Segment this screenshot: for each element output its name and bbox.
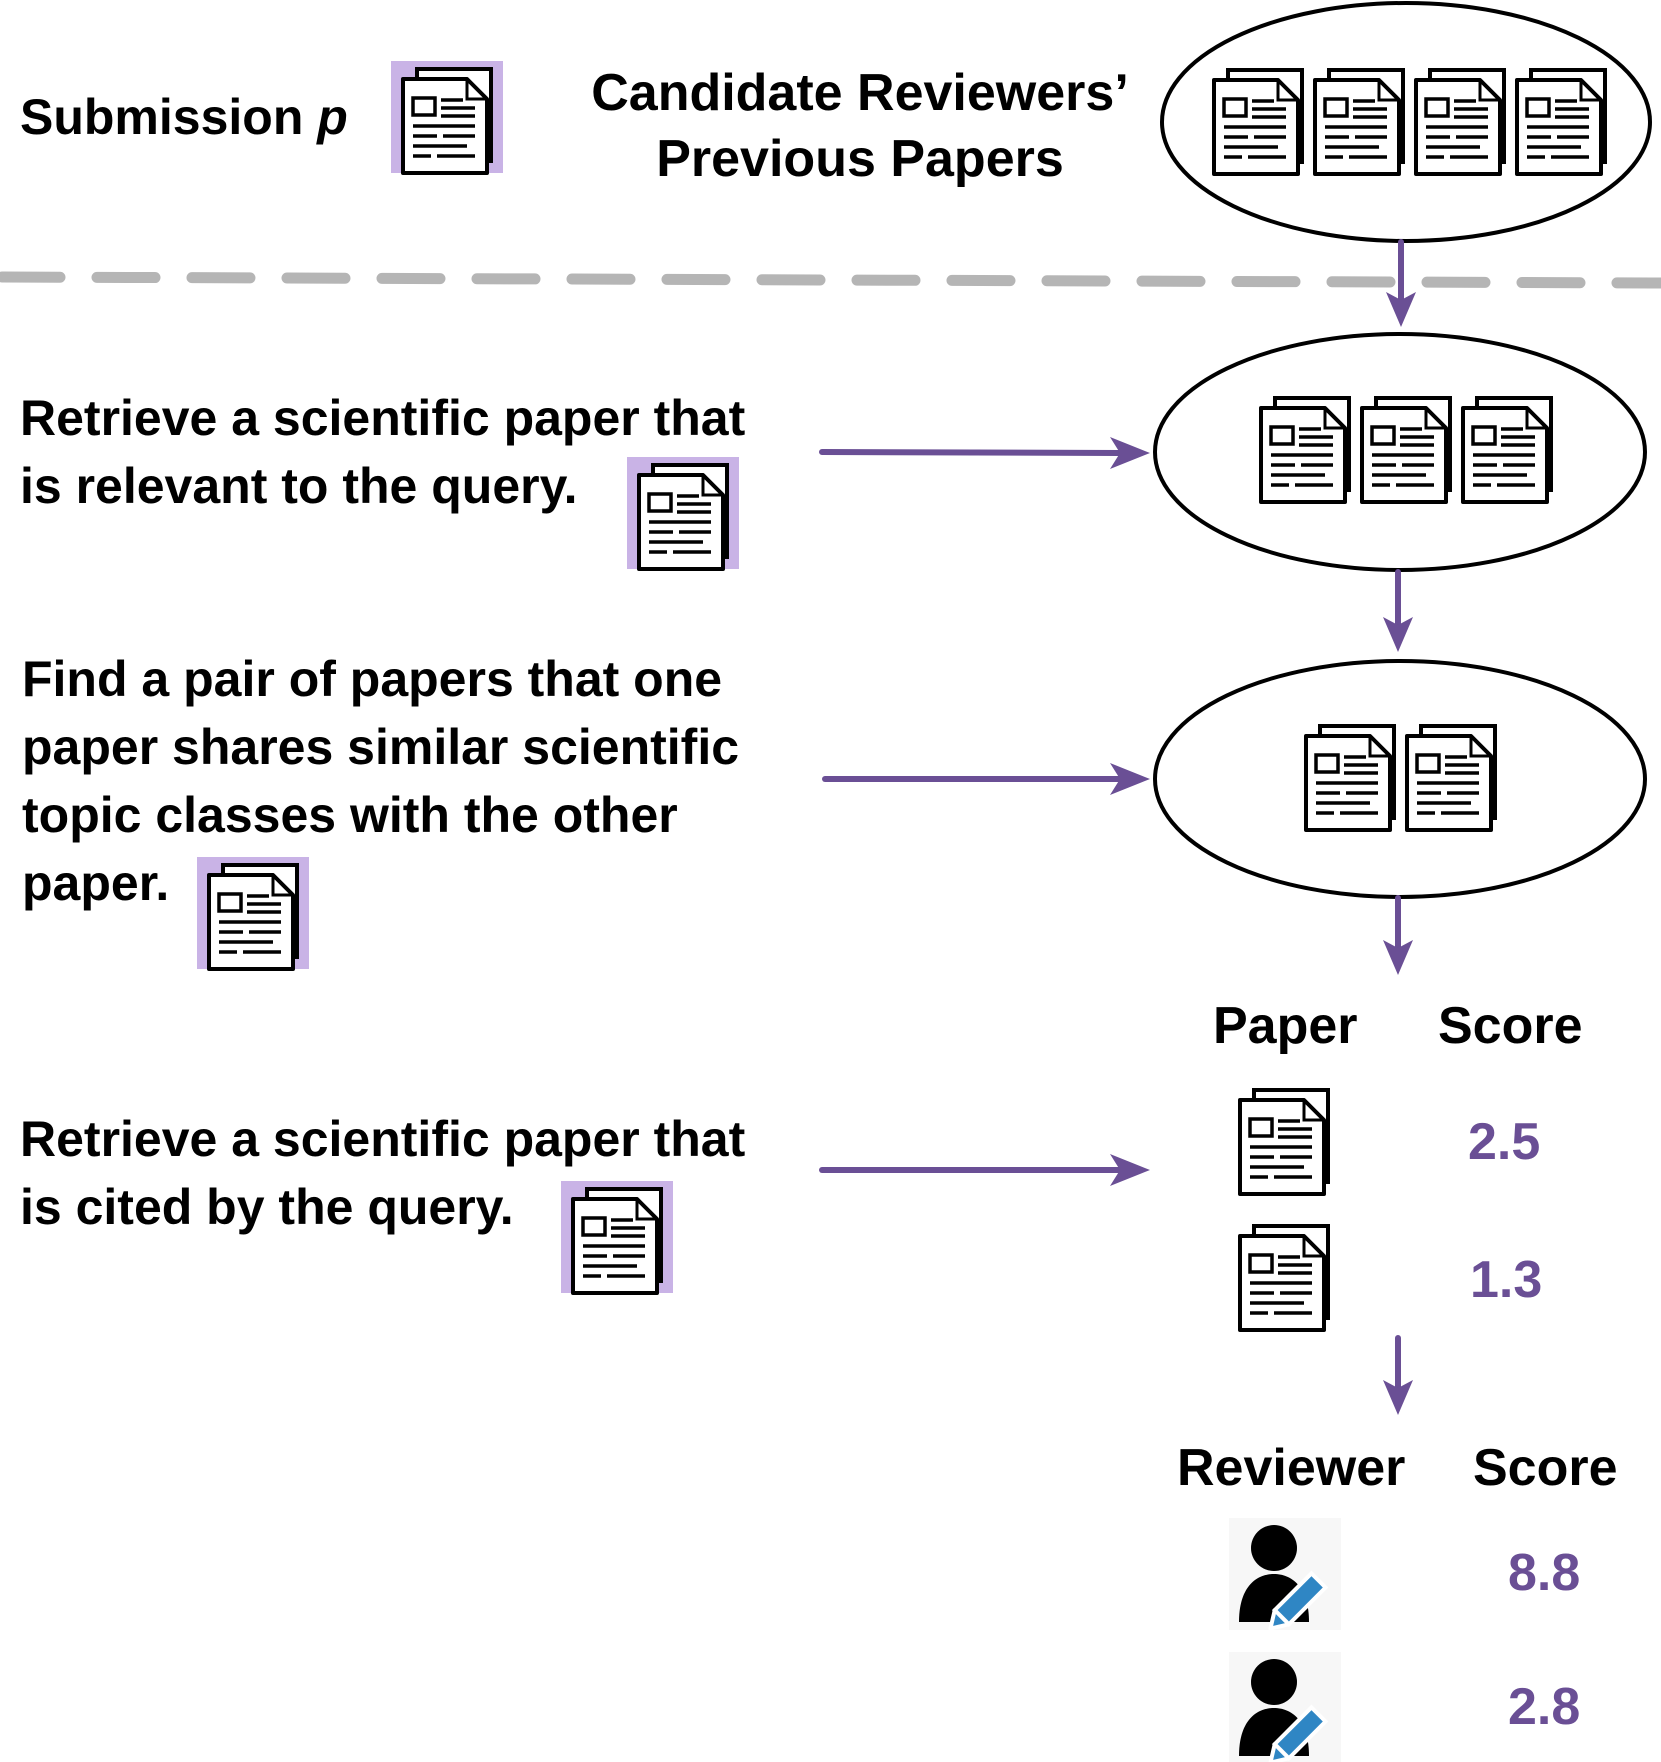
paper-score-column-header: Score xyxy=(1438,997,1583,1055)
submission-label: Submission p xyxy=(20,88,348,146)
paper-column-header: Paper xyxy=(1213,997,1358,1055)
step3-description: Retrieve a scientific paper that is cite… xyxy=(20,1105,745,1241)
reviewer-score-2: 2.8 xyxy=(1508,1678,1581,1736)
pool-paper-icon-4 xyxy=(1515,68,1607,176)
step2-description: Find a pair of papers that one paper sha… xyxy=(22,645,739,917)
pool-paper-icon-2 xyxy=(1313,68,1405,176)
stage1-paper-icon-2 xyxy=(1360,396,1452,504)
step2-line-1: Find a pair of papers that one xyxy=(22,651,723,707)
candidate-title: Candidate Reviewers’ Previous Papers xyxy=(580,60,1140,192)
step1-line-1: Retrieve a scientific paper that xyxy=(20,390,746,446)
paper-row-icon-2 xyxy=(1238,1224,1330,1332)
stage2-paper-icon-2 xyxy=(1405,724,1497,832)
step3-line-1: Retrieve a scientific paper that xyxy=(20,1111,746,1167)
paper-row-icon-1 xyxy=(1238,1088,1330,1196)
step3-line-2: is cited by the query. xyxy=(20,1179,514,1235)
paper-score-1: 2.5 xyxy=(1468,1113,1541,1171)
stage1-paper-icon-3 xyxy=(1461,396,1553,504)
dashed-divider xyxy=(0,271,1661,289)
pool-paper-icon-3 xyxy=(1414,68,1506,176)
step2-line-2: paper shares similar scientific xyxy=(22,719,740,775)
stage2-paper-icon-1 xyxy=(1304,724,1396,832)
step2-line-3: topic classes with the other xyxy=(22,787,678,843)
submission-paper-icon xyxy=(391,61,503,173)
stage2-ellipse xyxy=(1153,659,1647,899)
paper-score-2: 1.3 xyxy=(1470,1251,1543,1309)
reviewer-icon-1 xyxy=(1227,1516,1343,1638)
step1-description: Retrieve a scientific paper that is rele… xyxy=(20,384,745,520)
candidate-pool-ellipse xyxy=(1160,1,1652,243)
step1-line-2: is relevant to the query. xyxy=(20,458,578,514)
reviewer-column-header: Reviewer xyxy=(1177,1439,1406,1497)
pool-paper-icon-1 xyxy=(1212,68,1304,176)
reviewer-icon-2 xyxy=(1227,1650,1343,1762)
stage1-paper-icon-1 xyxy=(1259,396,1351,504)
submission-variable: p xyxy=(317,89,348,145)
step2-line-4: paper. xyxy=(22,855,170,911)
reviewer-score-column-header: Score xyxy=(1473,1439,1618,1497)
candidate-title-line-2: Previous Papers xyxy=(656,130,1064,188)
submission-label-text: Submission xyxy=(20,89,304,145)
reviewer-score-1: 8.8 xyxy=(1508,1544,1581,1602)
candidate-title-line-1: Candidate Reviewers’ xyxy=(591,64,1129,122)
step1-arrow xyxy=(819,449,1123,456)
